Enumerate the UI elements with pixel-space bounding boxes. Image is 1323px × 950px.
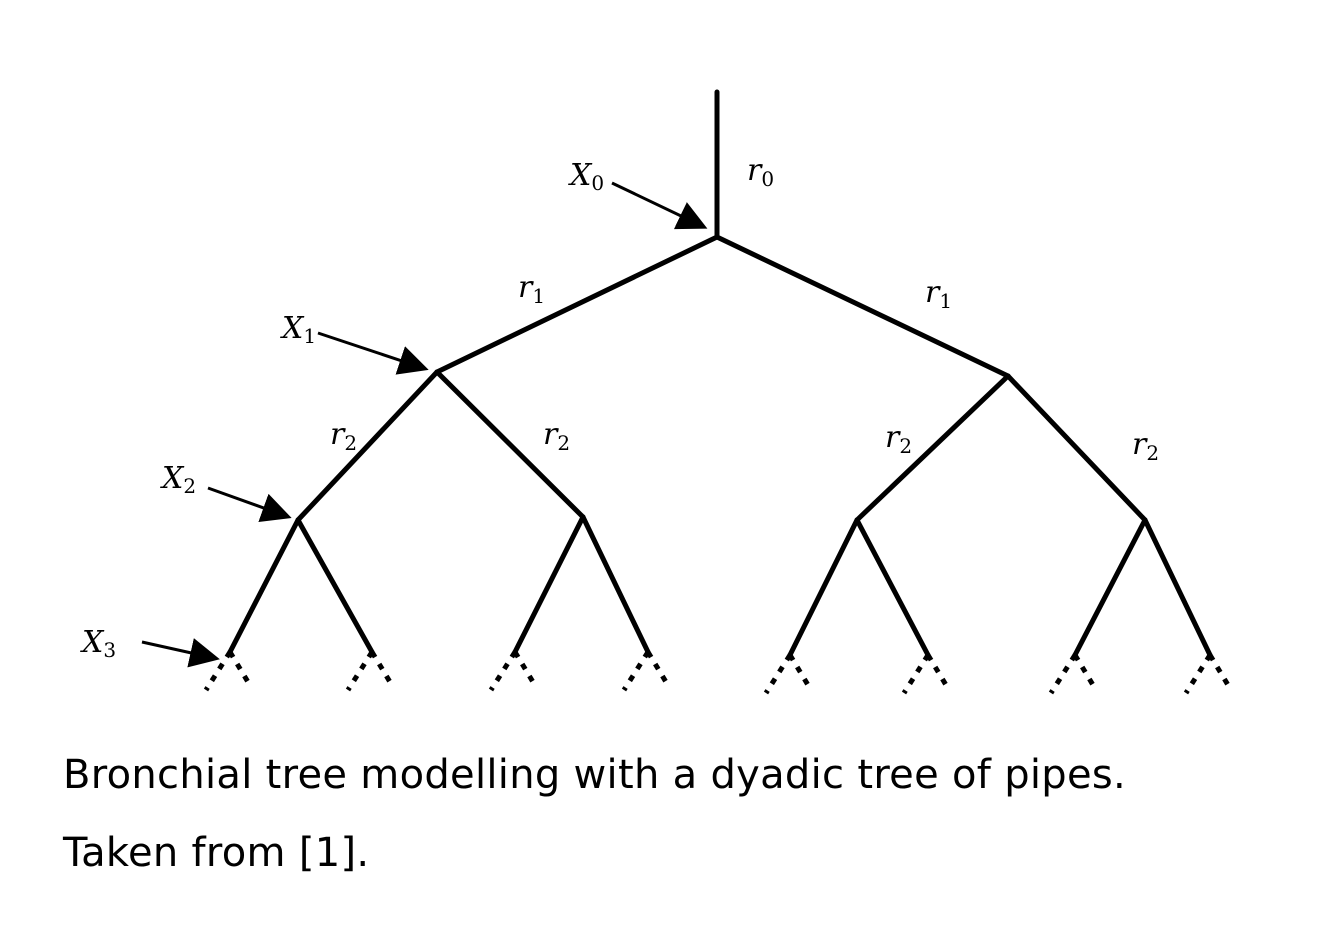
edge-l1-right (714, 234, 1011, 379)
dashed-branch (345, 650, 375, 692)
dashed-continuations (203, 650, 1231, 695)
edge-l3 (1142, 517, 1213, 658)
label-r2: r2 (330, 417, 357, 455)
dashed-branch (488, 650, 518, 692)
dashed-branch (1183, 653, 1213, 695)
label-X0: X0 (568, 158, 604, 195)
edge-l3 (580, 514, 651, 655)
edge-l3 (295, 517, 375, 655)
label-X3: X3 (80, 625, 116, 662)
label-X1: X1 (280, 311, 316, 348)
dashed-branch (1207, 653, 1231, 687)
dashed-branch (901, 653, 931, 695)
edge-l2 (295, 369, 440, 523)
label-X2: X2 (160, 461, 196, 498)
edge-l3 (512, 514, 586, 655)
arrow-X1 (317, 331, 429, 375)
dashed-branch (763, 653, 793, 695)
dashed-branch (645, 650, 669, 684)
caption-line-2: Taken from [1]. (63, 830, 370, 876)
edge-l3 (227, 517, 301, 655)
label-r1-right: r1 (925, 275, 952, 313)
edge-l2 (1005, 373, 1148, 523)
arrow-X0 (611, 181, 708, 230)
dashed-branch (925, 653, 949, 687)
arrow-X3 (141, 638, 220, 668)
dashed-branch (621, 650, 651, 692)
label-r2: r2 (543, 417, 570, 455)
dashed-branch (227, 650, 251, 684)
dashed-branch (1048, 653, 1078, 695)
dashed-branch (787, 653, 811, 687)
label-r2: r2 (1132, 427, 1159, 465)
dashed-branch (369, 650, 393, 684)
label-r0: r0 (747, 153, 774, 191)
dashed-branch (512, 650, 536, 684)
edge-l3 (854, 517, 931, 658)
edge-l2 (854, 373, 1011, 523)
label-r2: r2 (885, 420, 912, 458)
arrow-X2 (207, 486, 292, 523)
generation-labels: X0 X1 X2 X3 (80, 158, 708, 668)
edge-l2 (434, 369, 586, 520)
edge-l3 (787, 517, 860, 658)
tree-edges (227, 89, 1213, 658)
edge-l3 (1072, 517, 1148, 658)
radius-labels: r0 r1 r1 r2 r2 r2 r2 (330, 153, 1159, 465)
edge-l1-left (434, 234, 720, 375)
caption-line-1: Bronchial tree modelling with a dyadic t… (63, 752, 1127, 798)
label-r1-left: r1 (518, 270, 545, 308)
dashed-branch (1072, 653, 1096, 687)
